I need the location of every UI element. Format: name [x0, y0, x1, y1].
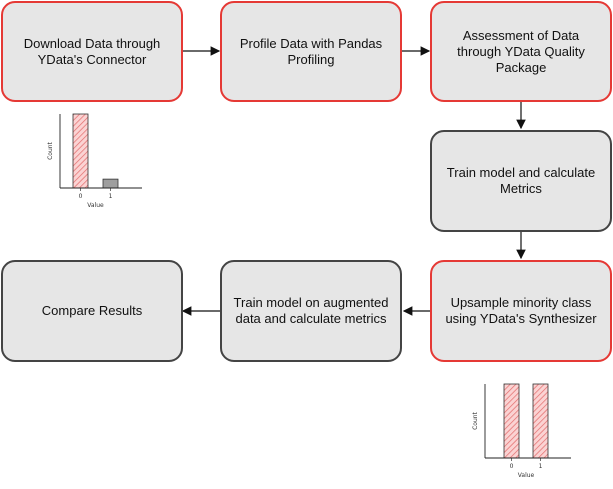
y-axis-label: Count	[472, 411, 479, 429]
x-axis-label: Value	[518, 472, 535, 479]
x-tick-label-0: 0	[510, 463, 514, 470]
bar-0	[72, 113, 89, 189]
node-train-model: Train model and calculate Metrics	[430, 130, 612, 232]
node-assess-data-label: Assessment of Data through YData Quality…	[457, 27, 585, 75]
node-train-model-label: Train model and calculate Metrics	[446, 165, 596, 196]
bar-1	[102, 178, 119, 189]
node-profile-data: Profile Data with Pandas Profiling	[220, 1, 402, 102]
x-tick-label-1: 1	[109, 193, 113, 200]
node-upsample: Upsample minority class using YData's Sy…	[430, 260, 612, 362]
node-upsample-label: Upsample minority class using YData's Sy…	[445, 295, 597, 326]
y-axis-label: Count	[47, 141, 54, 159]
node-download-data-label: Download Data through YData's Connector	[23, 35, 161, 67]
bar-0	[503, 383, 520, 459]
x-tick-label-0: 0	[79, 193, 83, 200]
bar-1	[532, 383, 549, 459]
node-compare-results-label: Compare Results	[41, 303, 143, 318]
node-compare-results: Compare Results	[1, 260, 183, 362]
x-axis-label: Value	[87, 202, 104, 209]
node-train-augmented-label: Train model on augmented data and calcul…	[233, 295, 389, 326]
node-assess-data: Assessment of Data through YData Quality…	[430, 1, 612, 102]
x-tick-label-1: 1	[539, 463, 543, 470]
node-download-data: Download Data through YData's Connector	[1, 1, 183, 102]
node-train-augmented: Train model on augmented data and calcul…	[220, 260, 402, 362]
node-profile-data-label: Profile Data with Pandas Profiling	[239, 35, 383, 67]
